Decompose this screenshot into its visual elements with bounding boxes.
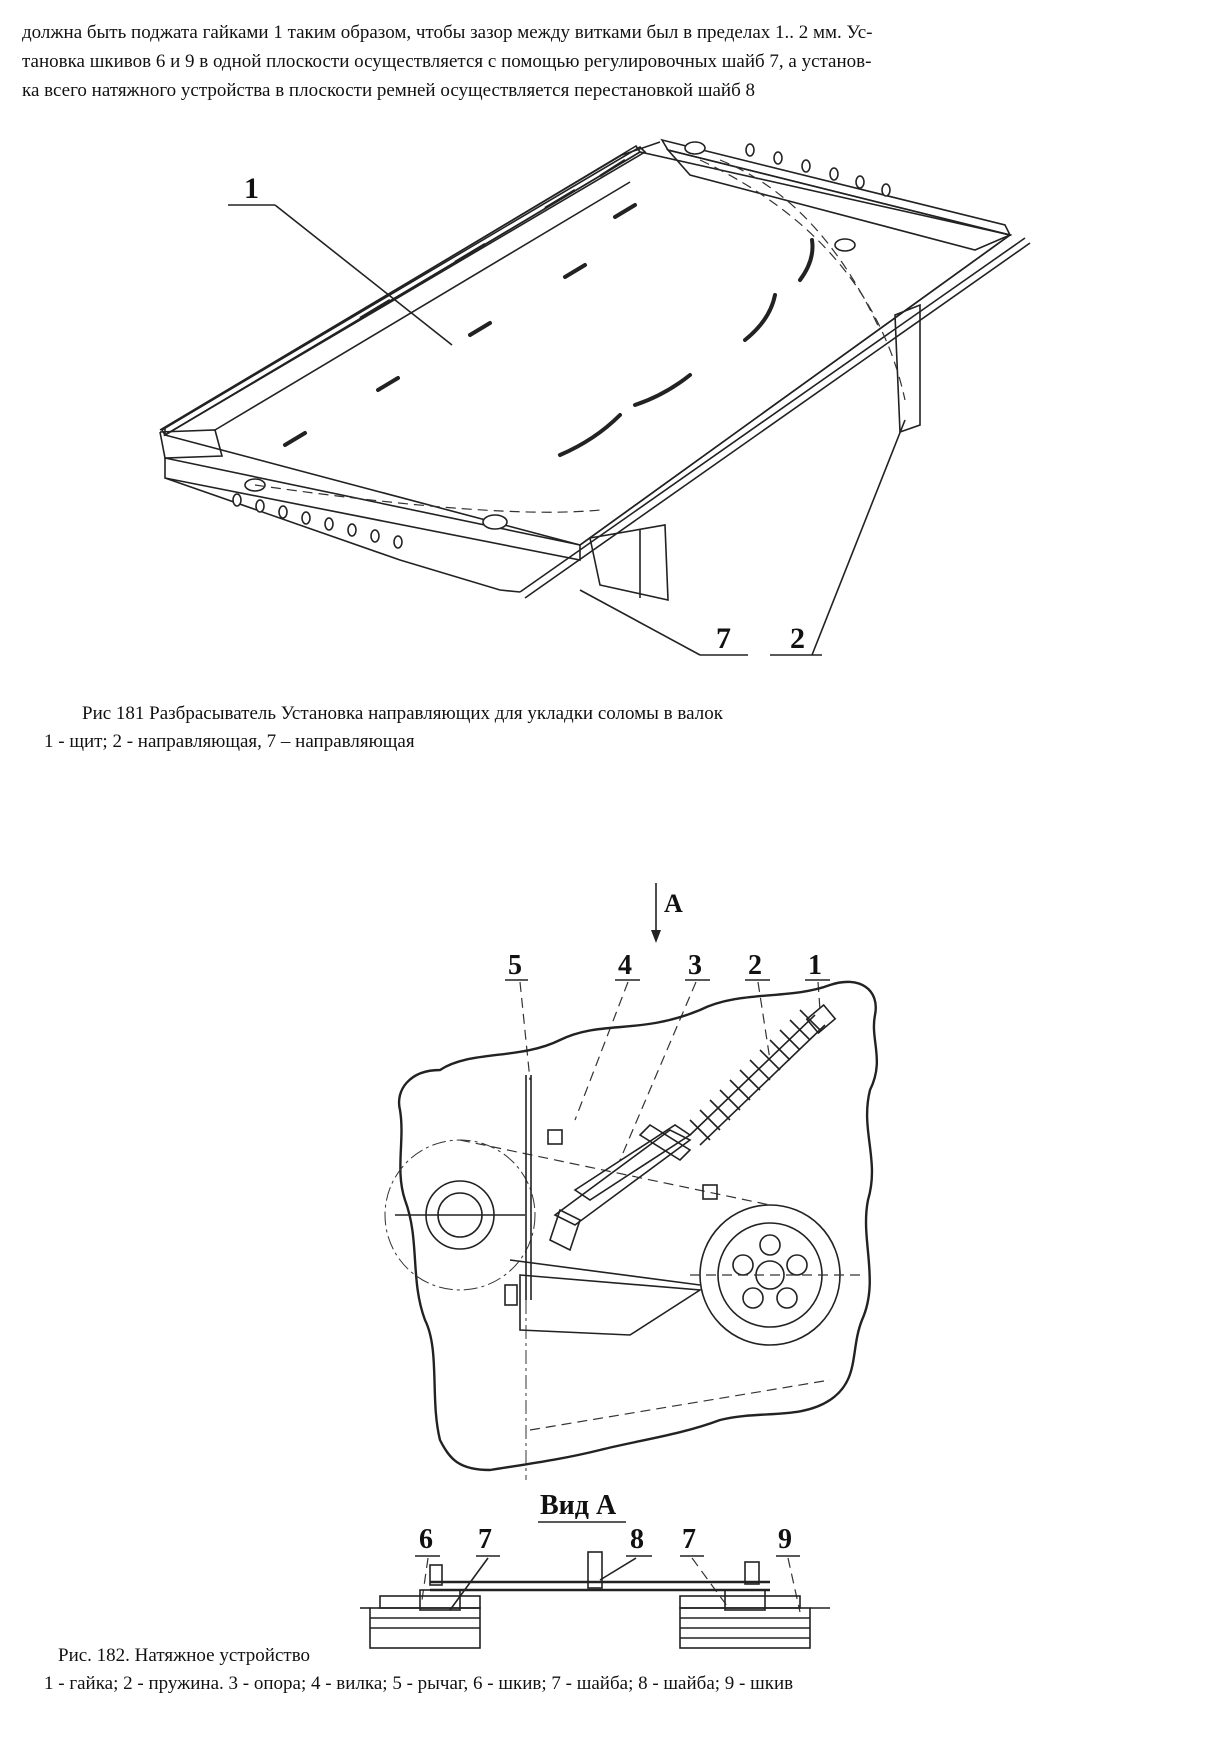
fork-4 <box>553 1129 692 1226</box>
hinge-set <box>359 158 626 320</box>
callout-3: 3 <box>688 950 702 981</box>
wing-nuts <box>244 141 856 530</box>
callout-8: 8 <box>630 1524 644 1555</box>
guide-7 <box>589 524 669 602</box>
callout-6: 6 <box>419 1524 433 1555</box>
figure-181-drawing: 1 7 2 <box>159 138 1031 656</box>
pulley-right <box>690 1204 860 1346</box>
callout-4: 4 <box>618 950 632 981</box>
figure-182-caption: Рис. 182. Натяжное устройство <box>58 1645 311 1666</box>
callout-7a: 7 <box>478 1524 492 1555</box>
rear-wall-holes <box>745 143 891 197</box>
intro-paragraph: должна быть поджата гайками 1 таким обра… <box>22 18 1202 105</box>
callout-2b: 2 <box>748 950 762 981</box>
nut-1 <box>805 1003 837 1035</box>
intro-line: ка всего натяжного устройства в плоскост… <box>22 80 755 101</box>
view-a-title: Вид А <box>540 1490 617 1521</box>
callout-5: 5 <box>508 950 522 981</box>
figure-181-legend: 1 - щит; 2 - направляющая, 7 – направляю… <box>44 731 415 752</box>
pulley-left <box>384 1139 536 1291</box>
figure-182-legend: 1 - гайка; 2 - пружина. 3 - опора; 4 - в… <box>44 1673 794 1694</box>
callout-1: 1 <box>244 172 259 205</box>
callout-7: 7 <box>716 622 731 655</box>
cutaway-outline <box>397 980 878 1472</box>
plate-slots <box>283 203 815 457</box>
view-arrow-label: А <box>664 889 683 918</box>
spring-2 <box>689 1009 826 1146</box>
view-a-assembly <box>360 1551 830 1649</box>
callout-2: 2 <box>790 622 805 655</box>
front-wall-holes <box>232 493 403 549</box>
rear-wall <box>660 138 1012 237</box>
figure-181-caption: Рис 181 Разбрасыватель Установка направл… <box>82 703 723 724</box>
support-3 <box>638 1123 692 1162</box>
callout-1b: 1 <box>808 950 822 981</box>
intro-line: должна быть поджата гайками 1 таким обра… <box>22 22 873 43</box>
intro-line: тановка шкивов 6 и 9 в одной плоскости о… <box>22 51 872 72</box>
front-wall <box>164 457 581 561</box>
callout-9: 9 <box>778 1524 792 1555</box>
guide-2 <box>894 303 921 434</box>
callout-7b: 7 <box>682 1524 696 1555</box>
shield-plate <box>162 151 1012 546</box>
